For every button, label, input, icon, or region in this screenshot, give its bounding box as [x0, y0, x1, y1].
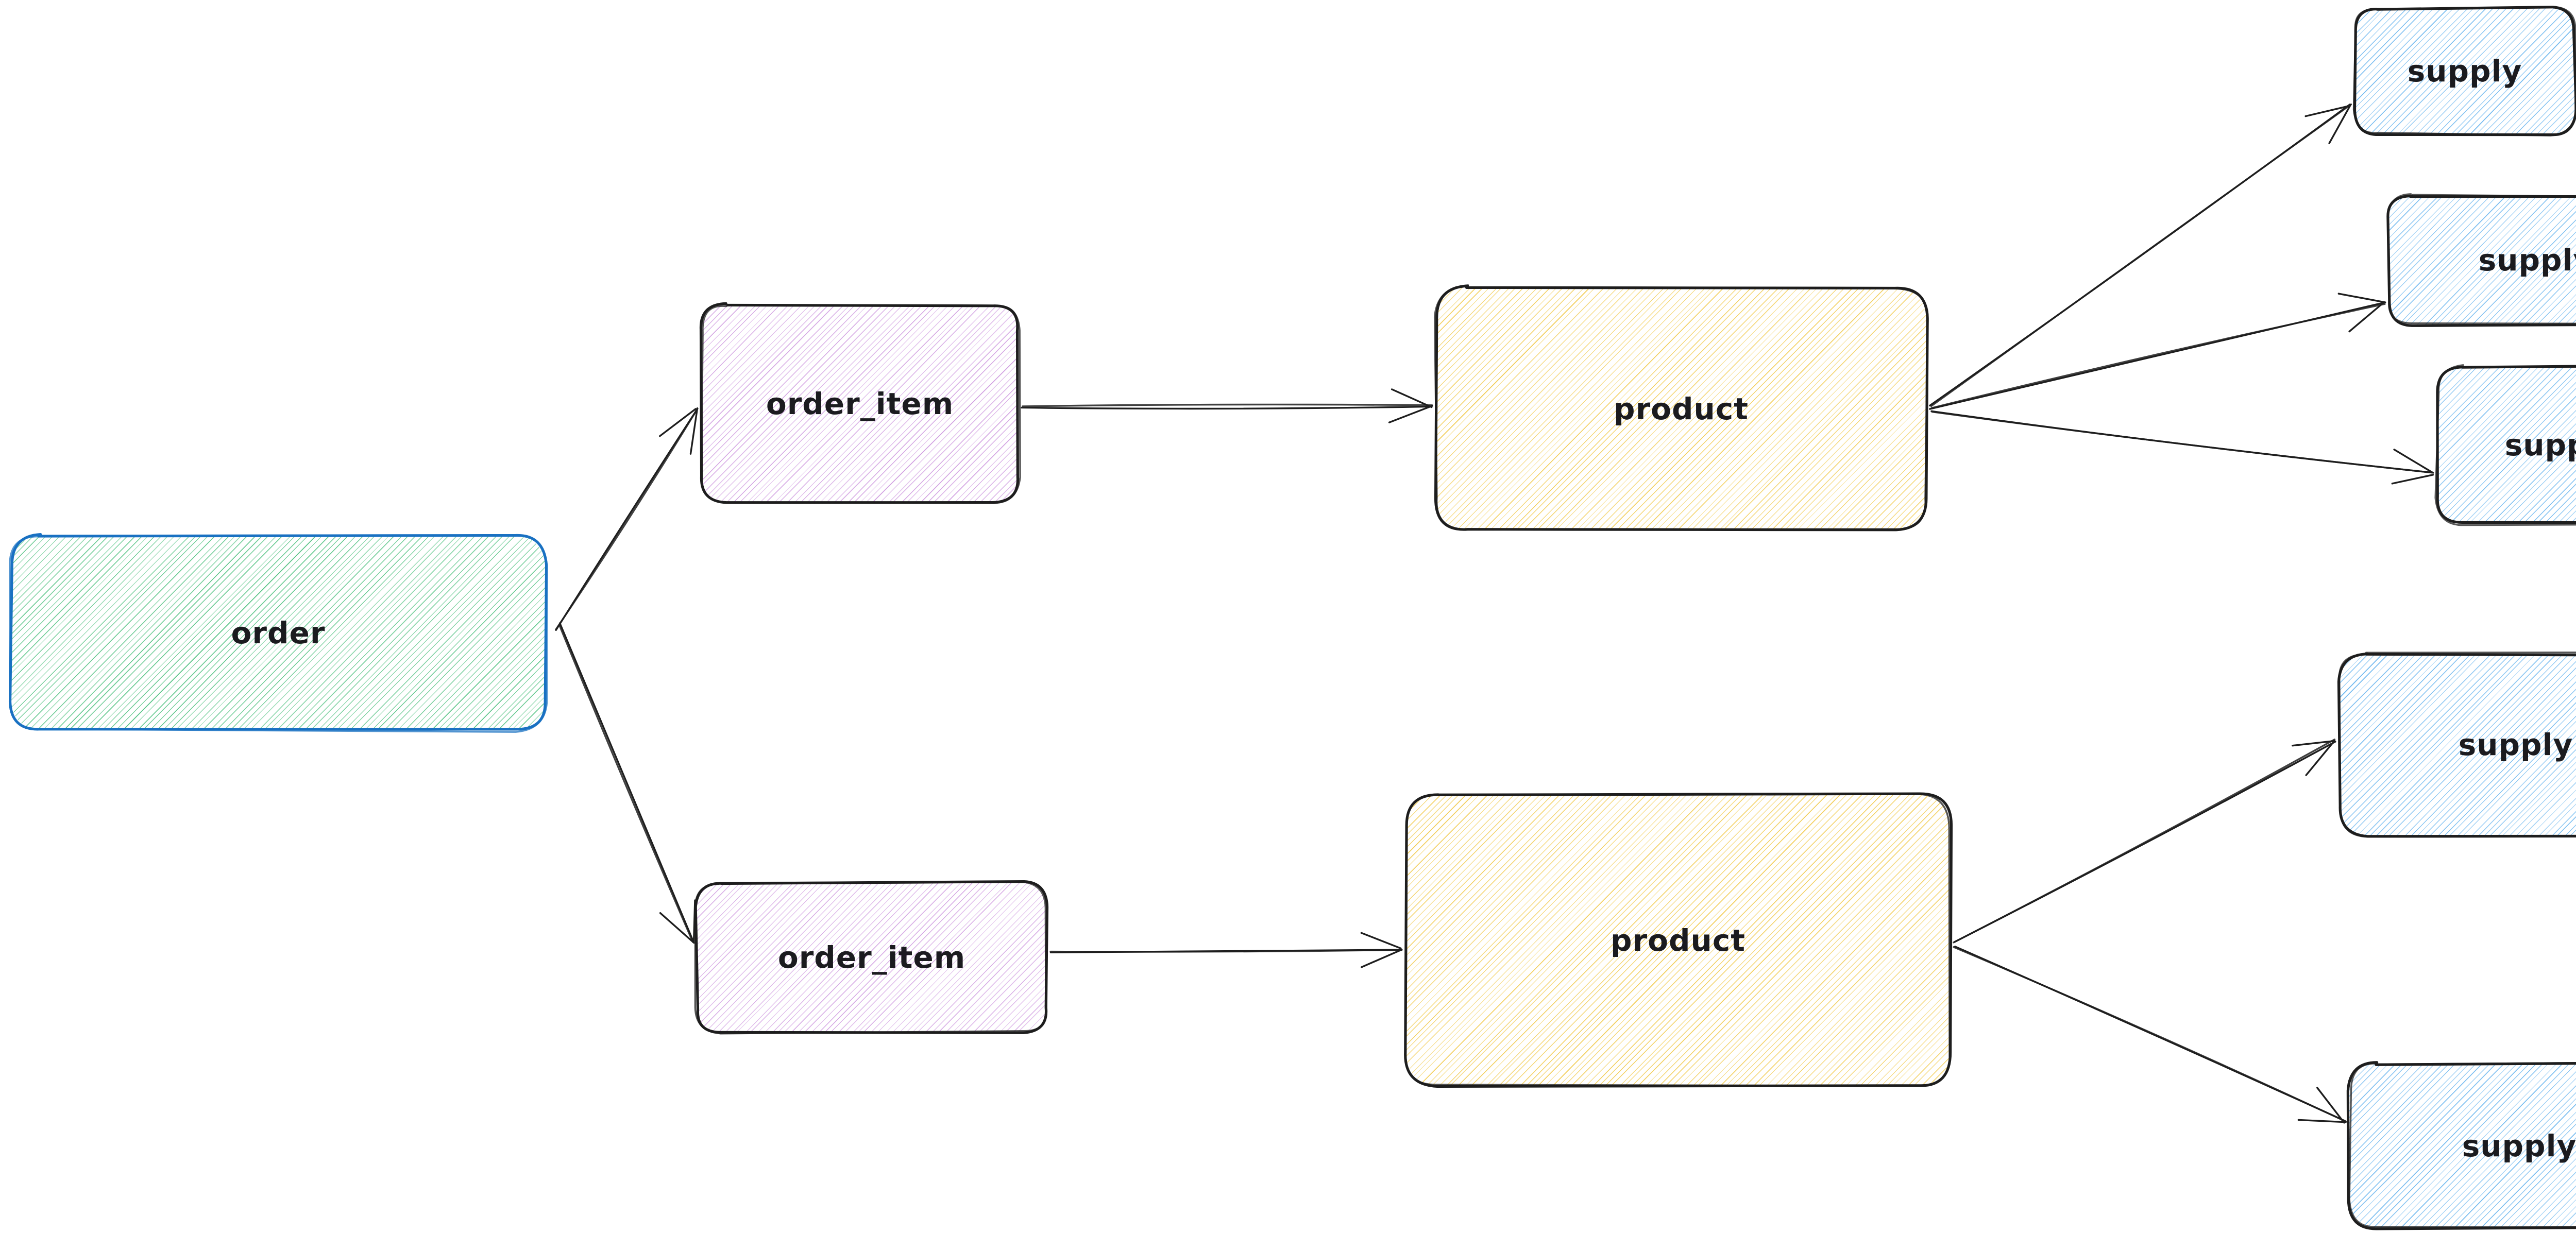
node-hachure-fill — [2388, 196, 2576, 324]
diagram-node-order — [8, 533, 548, 733]
diagram-node-supply_4 — [2337, 652, 2576, 838]
diagram-edge — [1953, 946, 2347, 1124]
node-order[interactable] — [11, 536, 545, 730]
diagram-edge — [1929, 103, 2352, 407]
node-supply_4[interactable] — [2339, 654, 2576, 835]
node-hachure-fill — [11, 536, 545, 730]
node-layer — [8, 6, 2576, 1230]
diagram-edge — [1021, 388, 1433, 423]
node-hachure-fill — [2339, 654, 2576, 835]
node-supply_3[interactable] — [2437, 367, 2576, 523]
node-hachure-fill — [2437, 367, 2576, 523]
diagram-edge — [555, 407, 699, 631]
node-order_item_1[interactable] — [701, 305, 1019, 503]
diagram-edge — [1049, 932, 1403, 968]
node-supply_1[interactable] — [2354, 8, 2575, 134]
node-product_1[interactable] — [1436, 287, 1926, 530]
diagram-node-supply_5 — [2346, 1061, 2576, 1230]
node-hachure-fill — [701, 305, 1019, 503]
diagram-edge — [1930, 410, 2434, 485]
edge-layer — [555, 103, 2434, 1124]
node-product_2[interactable] — [1405, 795, 1951, 1086]
diagram-node-supply_3 — [2434, 364, 2576, 526]
diagram-node-product_2 — [1404, 792, 1953, 1088]
node-order_item_2[interactable] — [697, 883, 1047, 1032]
diagram-edge — [1929, 293, 2386, 410]
node-hachure-fill — [2349, 1064, 2576, 1228]
node-supply_2[interactable] — [2388, 196, 2576, 324]
node-hachure-fill — [1436, 287, 1926, 530]
diagram-node-supply_1 — [2352, 6, 2576, 136]
diagram-edge — [558, 622, 696, 944]
node-hachure-fill — [2354, 8, 2575, 134]
diagram-node-product_1 — [1433, 284, 1929, 532]
diagram-node-order_item_2 — [694, 880, 1049, 1035]
node-supply_5[interactable] — [2349, 1064, 2576, 1228]
diagram-node-order_item_1 — [699, 302, 1021, 504]
diagram-edge — [1953, 739, 2336, 944]
node-hachure-fill — [697, 883, 1047, 1032]
diagram-node-supply_2 — [2386, 193, 2576, 327]
